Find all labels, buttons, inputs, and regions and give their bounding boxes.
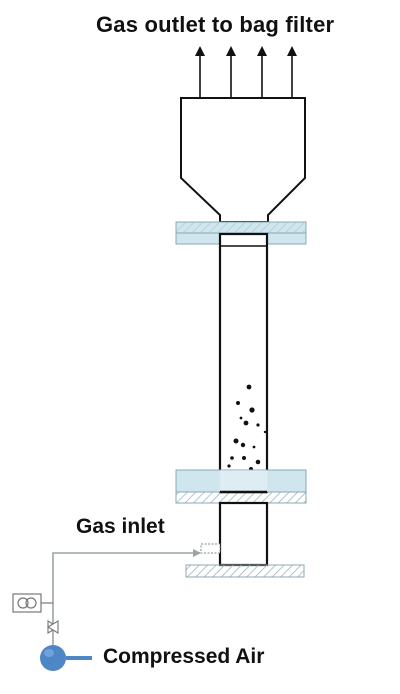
flowmeter-icon bbox=[12, 593, 53, 613]
arrow-up-icon bbox=[226, 46, 236, 56]
valve-icon bbox=[46, 620, 60, 634]
air-source-label: Compressed Air bbox=[103, 645, 265, 668]
outlet-arrows bbox=[195, 46, 297, 98]
disengagement-chamber bbox=[180, 97, 306, 223]
inlet-label: Gas inlet bbox=[76, 515, 165, 538]
riser-column bbox=[218, 232, 269, 494]
bottom-flange bbox=[185, 564, 305, 578]
arrow-up-icon bbox=[287, 46, 297, 56]
plenum-chamber bbox=[200, 501, 269, 567]
arrow-up-icon bbox=[257, 46, 267, 56]
compressor-icon bbox=[40, 645, 92, 671]
outlet-label: Gas outlet to bag filter bbox=[96, 12, 335, 37]
gas-supply-line bbox=[52, 549, 201, 647]
arrow-up-icon bbox=[195, 46, 205, 56]
distributor-flange bbox=[175, 469, 307, 504]
